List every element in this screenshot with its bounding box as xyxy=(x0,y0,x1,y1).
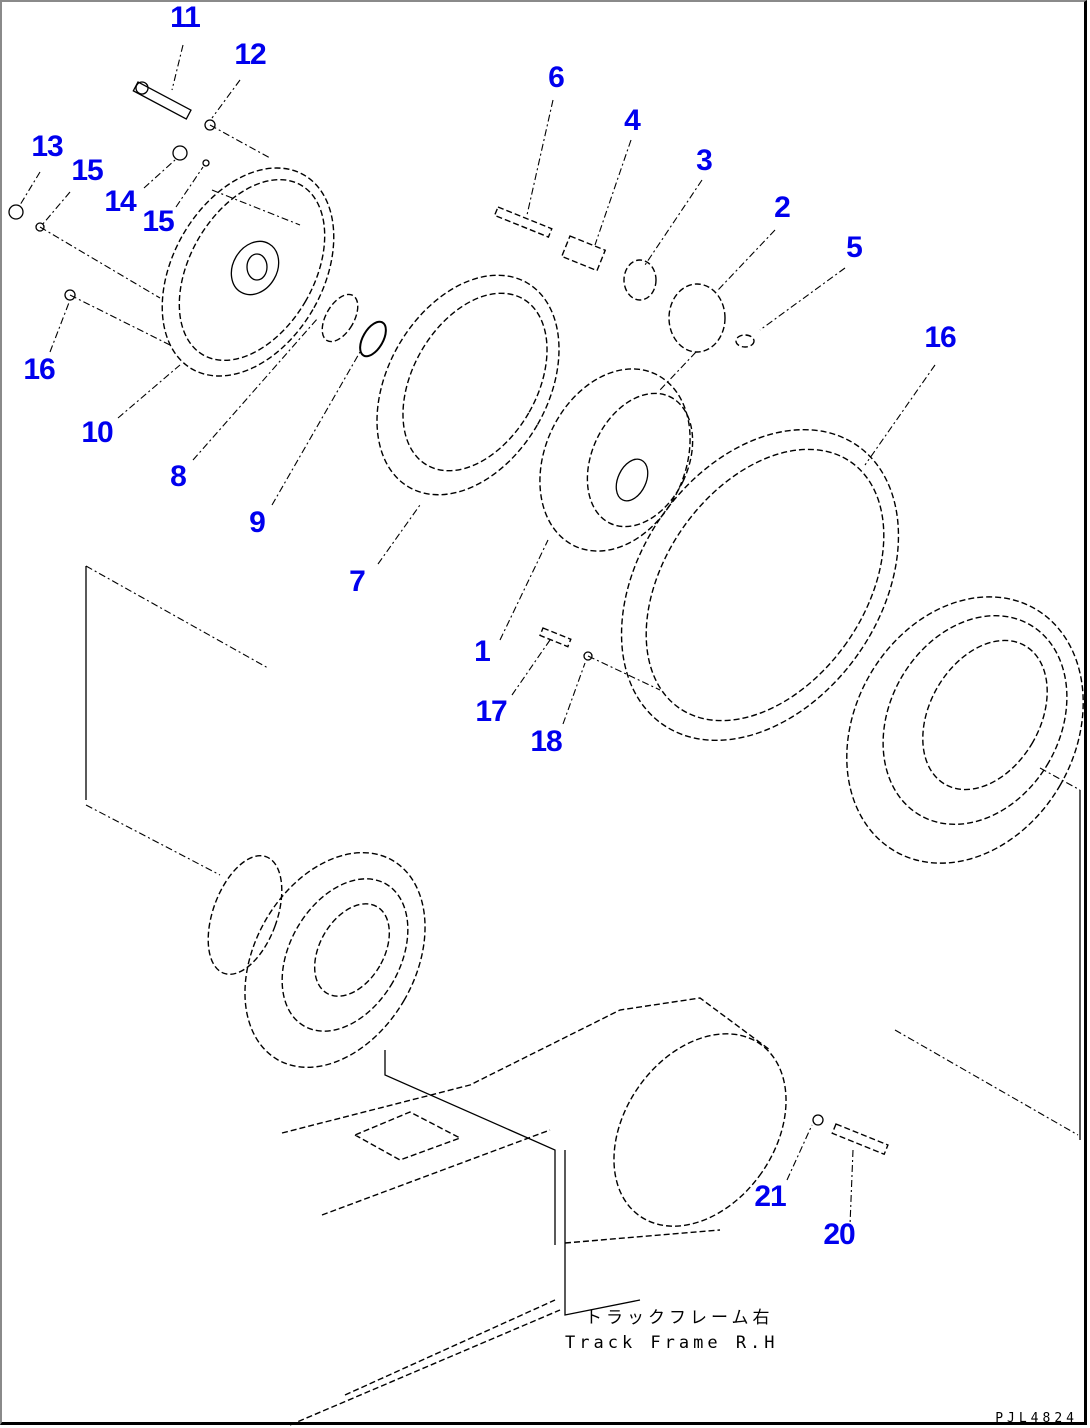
callout-3[interactable]: 3 xyxy=(696,144,713,177)
callout-15[interactable]: 15 xyxy=(142,205,174,238)
cover-part-10 xyxy=(161,167,335,377)
plug-5 xyxy=(735,334,755,348)
washer-21 xyxy=(812,1114,824,1126)
callout-19[interactable]: 18 xyxy=(530,725,562,758)
drive-flange xyxy=(846,596,1084,864)
callout-21[interactable]: 21 xyxy=(754,1180,786,1213)
callout-10[interactable]: 10 xyxy=(81,416,113,449)
bolt-18 xyxy=(539,627,572,648)
callout-6[interactable]: 6 xyxy=(548,61,565,94)
nut-13 xyxy=(8,204,24,220)
leader-lines xyxy=(19,44,936,1226)
callout-17[interactable]: 16 xyxy=(924,321,956,354)
callout-7[interactable]: 7 xyxy=(349,565,366,598)
callout-4[interactable]: 4 xyxy=(624,104,641,137)
callout-12[interactable]: 12 xyxy=(234,38,266,71)
pin-15b xyxy=(202,159,210,167)
seal-ring-8 xyxy=(321,293,359,343)
callout-5[interactable]: 5 xyxy=(846,231,863,264)
callout-20[interactable]: 20 xyxy=(823,1218,855,1251)
spacer-4 xyxy=(560,235,607,272)
bushing-3 xyxy=(623,259,657,301)
callout-15[interactable]: 15 xyxy=(71,154,103,187)
callout-14[interactable]: 14 xyxy=(104,185,136,218)
sprocket-17 xyxy=(620,428,900,742)
ring-gear-7 xyxy=(376,274,560,496)
callout-18[interactable]: 17 xyxy=(475,695,507,728)
callout-9[interactable]: 9 xyxy=(249,506,266,539)
callout-11[interactable]: 11 xyxy=(170,1,201,34)
nut-14 xyxy=(172,145,188,161)
bearing-2 xyxy=(668,283,726,353)
hub-1 xyxy=(539,368,694,552)
bolt-20 xyxy=(831,1123,889,1156)
callout-1[interactable]: 1 xyxy=(474,635,491,668)
washer-12 xyxy=(204,119,216,131)
caption-english: Track Frame R.H xyxy=(565,1333,779,1353)
callout-8[interactable]: 8 xyxy=(170,460,187,493)
bolt-6 xyxy=(493,206,553,238)
final-drive-housing xyxy=(207,851,426,1069)
drawing-code: PJL4824 xyxy=(995,1411,1078,1426)
projection-line xyxy=(894,1029,1079,1136)
callout-16[interactable]: 16 xyxy=(23,353,55,386)
projection-line xyxy=(85,804,221,876)
projection-line xyxy=(85,565,269,669)
ring-9 xyxy=(359,320,387,358)
track-frame xyxy=(281,997,787,1426)
callout-2[interactable]: 2 xyxy=(774,191,791,224)
bolt-11 xyxy=(132,81,192,120)
callout-13[interactable]: 13 xyxy=(31,130,63,163)
washer-19 xyxy=(583,651,593,661)
pin-15a xyxy=(35,222,45,232)
caption-japanese: トラックフレーム右 xyxy=(585,1308,774,1328)
